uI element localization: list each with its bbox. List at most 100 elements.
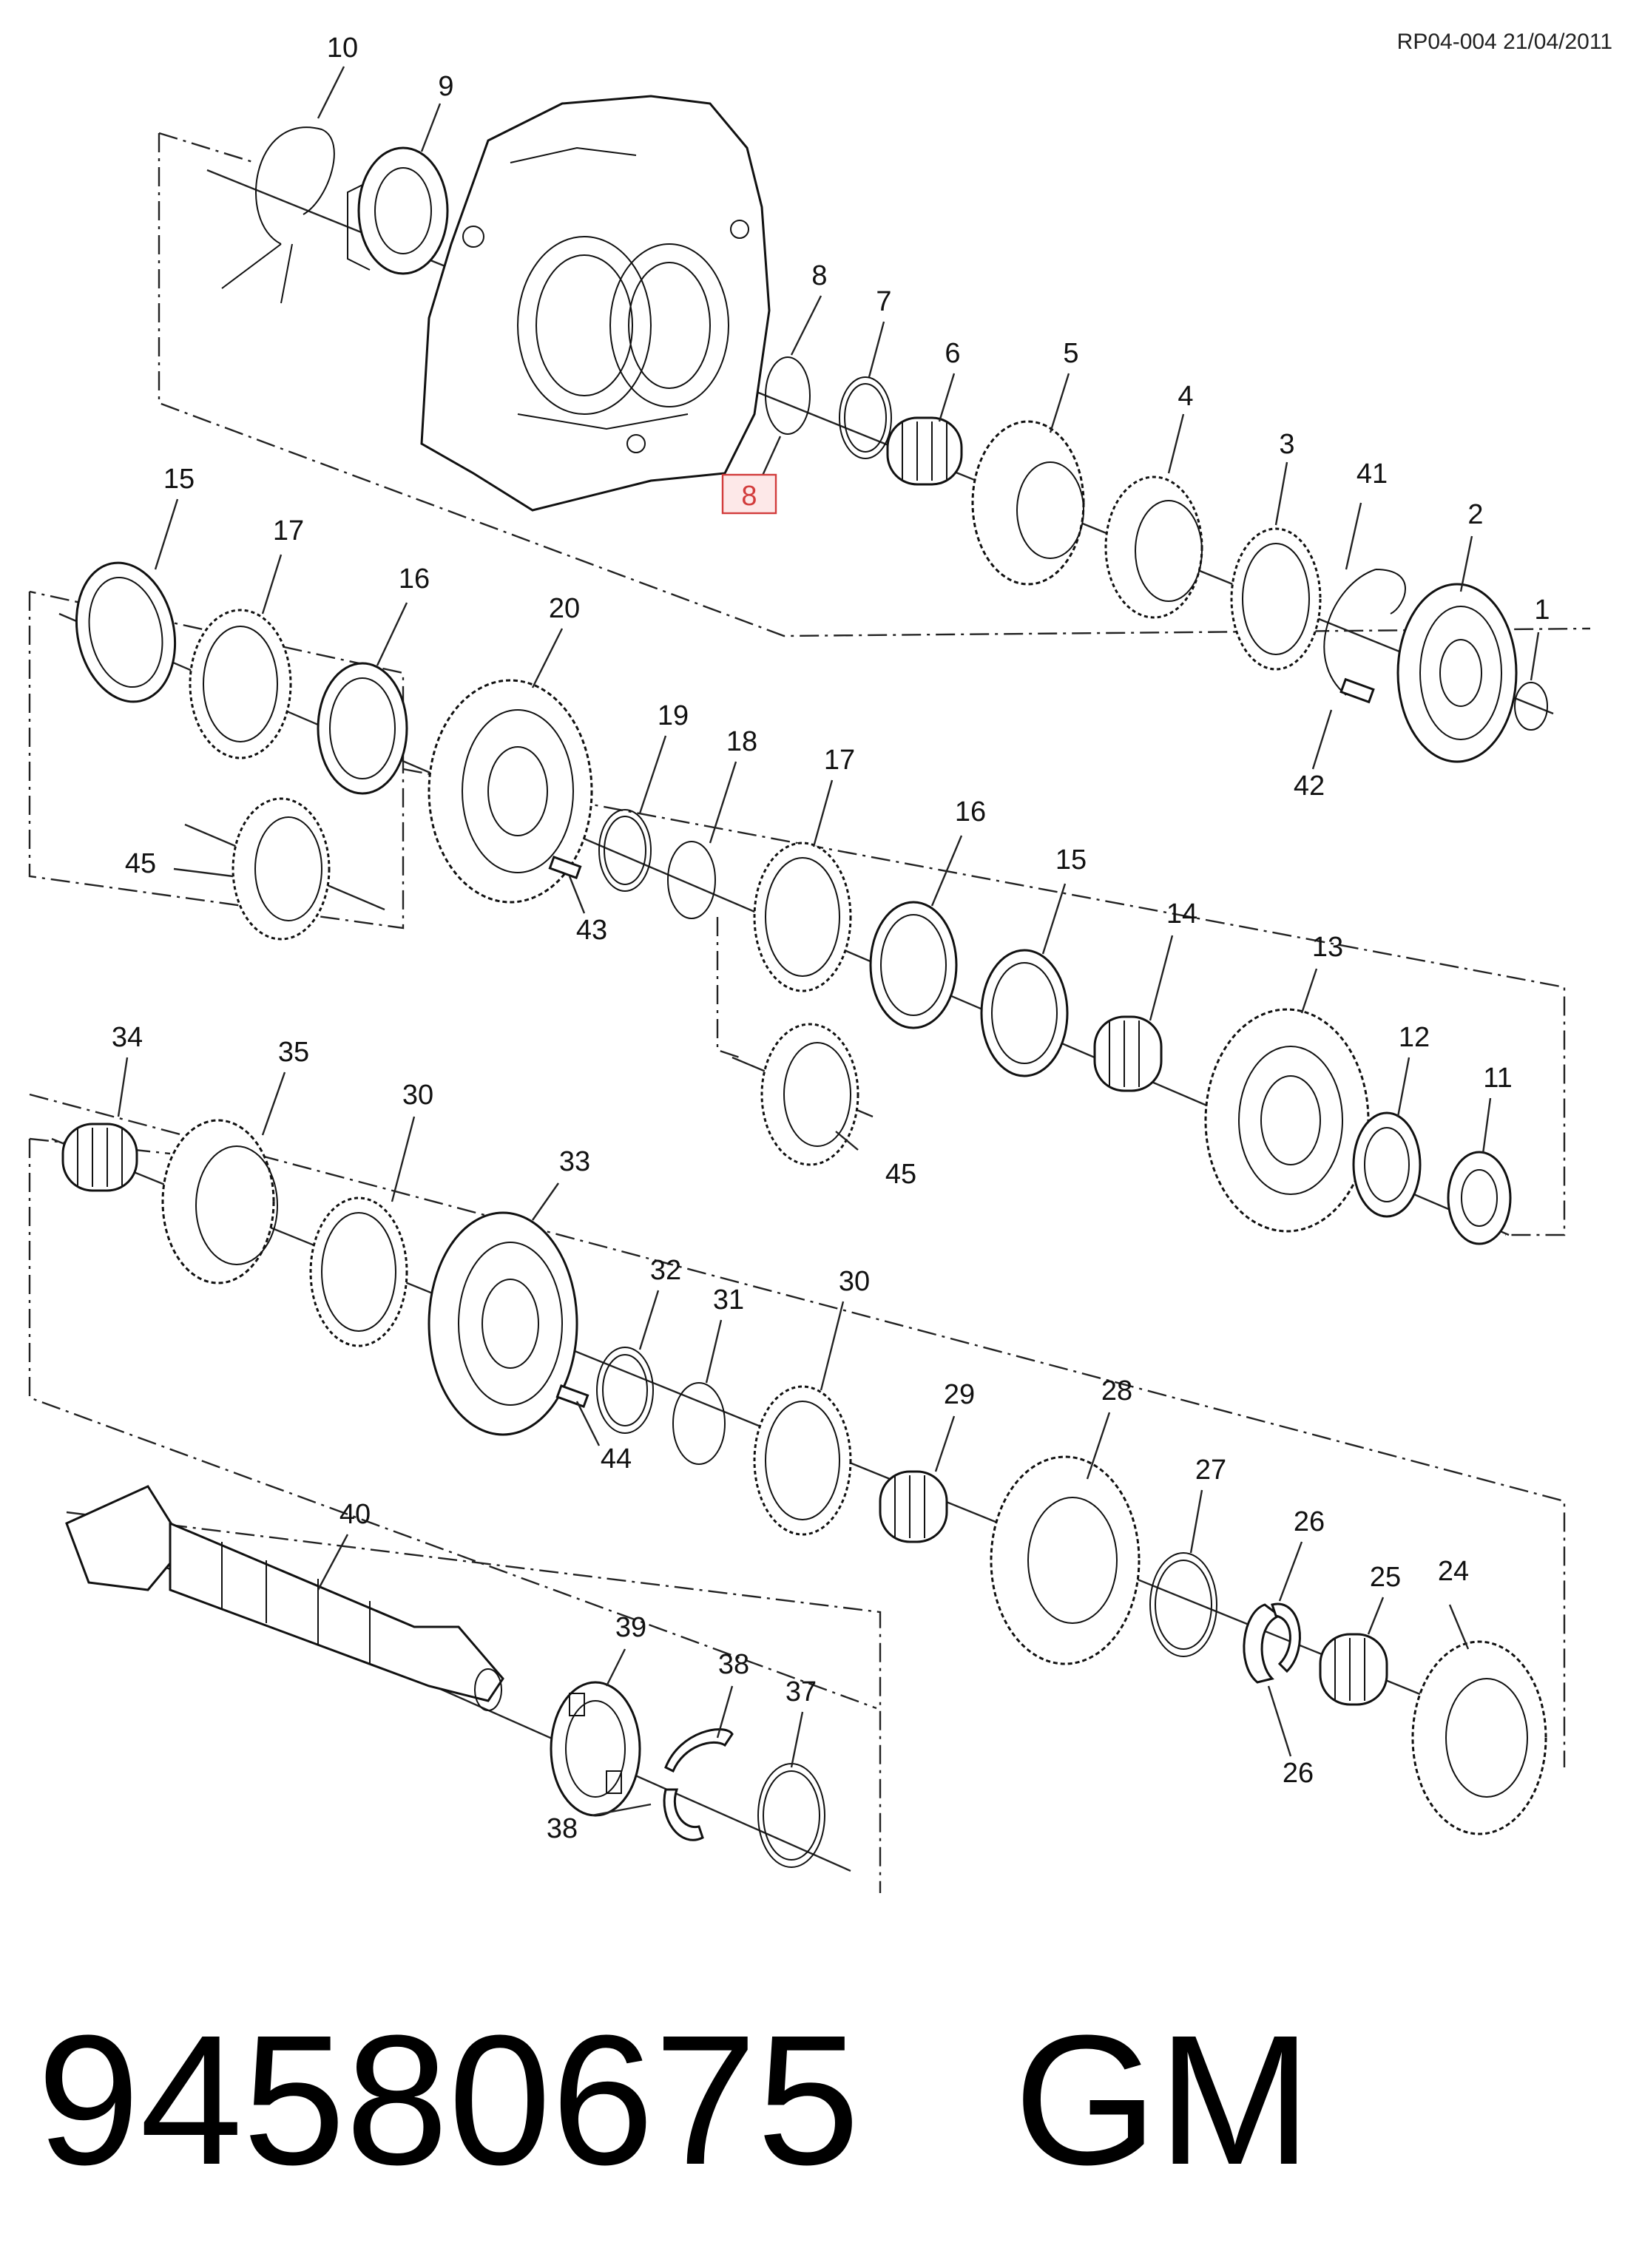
synchro-ring-45-left[interactable] <box>232 797 331 941</box>
callout-33: 33 <box>559 1146 590 1177</box>
callout-17a: 17 <box>273 515 304 546</box>
synchro-ring-30-left[interactable] <box>309 1196 408 1347</box>
callout-39: 39 <box>615 1612 646 1643</box>
synchro-ring-3[interactable] <box>1230 527 1322 671</box>
callout-8: 8 <box>811 260 827 291</box>
bearing-cage-39[interactable] <box>550 1681 641 1817</box>
callout-16a: 16 <box>399 563 430 595</box>
synchro-assembly-33[interactable] <box>428 1211 578 1436</box>
row-3-group <box>28 1057 1566 1835</box>
synchro-ring-4[interactable] <box>1104 475 1203 619</box>
callout-27: 27 <box>1195 1455 1226 1486</box>
part-number-caption: 94580675 GM <box>37 1989 1311 2211</box>
key-43[interactable] <box>548 856 582 879</box>
callout-16b: 16 <box>955 796 986 827</box>
synchro-ring-15-left[interactable] <box>64 554 188 711</box>
part-number: 94580675 <box>37 1997 860 2203</box>
callout-19: 19 <box>658 700 689 731</box>
needle-bearing-29[interactable] <box>879 1470 948 1543</box>
gear-13[interactable] <box>1204 1008 1370 1233</box>
caption-gap <box>859 1997 1013 2203</box>
row-1-group <box>158 66 1591 770</box>
circlip-10[interactable] <box>221 126 335 304</box>
cone-ring-16-left[interactable] <box>317 662 408 795</box>
washer-11[interactable] <box>1447 1151 1512 1245</box>
callout-43: 43 <box>576 915 607 946</box>
ring-32[interactable] <box>596 1347 654 1434</box>
needle-bearing-14[interactable] <box>1093 1015 1163 1092</box>
callout-10: 10 <box>327 33 358 64</box>
synchro-ring-17-left[interactable] <box>189 609 292 759</box>
callout-13: 13 <box>1312 932 1343 963</box>
callout-17b: 17 <box>824 745 855 776</box>
callout-2: 2 <box>1467 499 1483 530</box>
synchro-ring-17-right[interactable] <box>753 842 852 992</box>
callout-4: 4 <box>1178 381 1193 412</box>
drawing-reference: RP04-004 21/04/2011 <box>1397 30 1612 54</box>
callout-30b: 30 <box>839 1266 870 1297</box>
callout-32: 32 <box>650 1255 681 1286</box>
callout-15b: 15 <box>1055 844 1087 876</box>
bearing-9[interactable] <box>347 146 449 275</box>
needle-bearing-34[interactable] <box>61 1123 138 1192</box>
row-2-group <box>28 498 1566 1245</box>
brand-name: GM <box>1013 1997 1312 2203</box>
half-ring-38[interactable] <box>663 1728 734 1841</box>
spring-ring-41[interactable] <box>1323 569 1406 696</box>
callout-7: 7 <box>876 286 891 317</box>
callout-30a: 30 <box>402 1080 433 1111</box>
callout-41: 41 <box>1356 458 1388 490</box>
needle-bearing-25[interactable] <box>1319 1633 1388 1706</box>
callout-34: 34 <box>112 1022 143 1053</box>
callout-28: 28 <box>1101 1375 1132 1407</box>
gear-5[interactable] <box>971 420 1085 586</box>
callout-1: 1 <box>1534 595 1550 626</box>
ring-31[interactable] <box>672 1382 726 1465</box>
callout-8-highlighted[interactable]: 8 <box>741 481 757 512</box>
needle-bearing-6[interactable] <box>886 416 963 486</box>
callout-11: 11 <box>1483 1063 1512 1094</box>
callout-5: 5 <box>1063 338 1078 369</box>
transmission-housing[interactable] <box>420 95 771 512</box>
callout-45b: 45 <box>885 1159 916 1190</box>
callout-12: 12 <box>1399 1022 1430 1053</box>
callout-44: 44 <box>601 1443 632 1475</box>
ring-37[interactable] <box>757 1763 825 1868</box>
exploded-parts-diagram: RP04-004 21/04/2011 <box>28 30 1612 1893</box>
circlip-1[interactable] <box>1514 682 1548 731</box>
callout-37: 37 <box>785 1676 817 1707</box>
callout-42: 42 <box>1294 771 1325 802</box>
key-42[interactable] <box>1339 677 1375 704</box>
synchro-ring-45-right[interactable] <box>760 1023 859 1166</box>
callout-labels: 10 9 8 8 7 6 5 4 3 41 2 1 42 15 17 16 20… <box>112 33 1550 1844</box>
snap-ring-8[interactable] <box>765 356 811 435</box>
callout-35: 35 <box>278 1037 309 1068</box>
callout-26b: 26 <box>1283 1758 1314 1789</box>
callout-38a: 38 <box>718 1649 749 1680</box>
gear-28[interactable] <box>990 1455 1141 1665</box>
cone-ring-16-right[interactable] <box>869 901 958 1029</box>
synchro-assembly-20[interactable] <box>428 679 593 904</box>
callout-9: 9 <box>438 71 453 102</box>
thrust-washer-26[interactable] <box>1243 1602 1301 1684</box>
gear-35[interactable] <box>161 1119 278 1284</box>
callout-14: 14 <box>1166 898 1197 930</box>
ring-7[interactable] <box>839 376 892 459</box>
synchro-hub-2[interactable] <box>1396 583 1518 763</box>
thrust-bearing-12[interactable] <box>1352 1111 1422 1218</box>
synchro-ring-15-right[interactable] <box>980 949 1069 1077</box>
row-4-group <box>65 1485 882 1893</box>
synchro-ring-30-right[interactable] <box>753 1385 852 1536</box>
callout-3: 3 <box>1279 429 1294 460</box>
main-shaft-40[interactable] <box>65 1485 504 1711</box>
callout-31: 31 <box>713 1284 744 1316</box>
highlight-box-8[interactable] <box>721 473 777 515</box>
ring-27[interactable] <box>1149 1552 1217 1657</box>
callout-15a: 15 <box>163 464 195 495</box>
callout-29: 29 <box>944 1379 975 1410</box>
key-44[interactable] <box>555 1384 589 1408</box>
gear-24[interactable] <box>1411 1640 1547 1835</box>
callout-24: 24 <box>1438 1556 1469 1587</box>
ring-18[interactable] <box>667 841 716 919</box>
ring-19[interactable] <box>598 809 652 892</box>
